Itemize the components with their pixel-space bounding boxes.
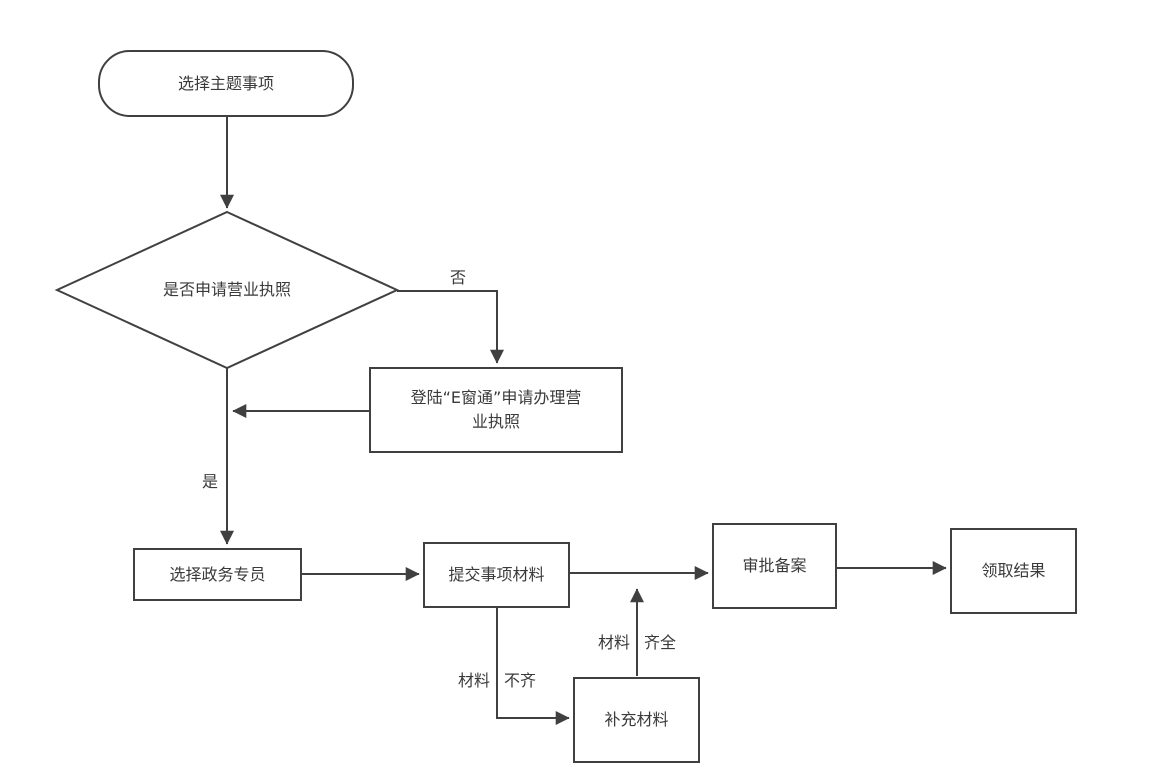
node-ewindow-label: 登陆“E窗通”申请办理营 业执照 [410, 388, 582, 431]
edge-decision-no-to-ewindow [397, 290, 504, 364]
edge-label-yes: 是 [201, 472, 218, 491]
node-submit: 提交事项材料 [423, 542, 570, 608]
decision-label: 是否申请营业执照 [162, 280, 291, 299]
node-approval-label: 审批备案 [742, 556, 807, 575]
node-result-label: 领取结果 [981, 561, 1046, 580]
decision-diamond-shape [54, 210, 400, 370]
edge-label-materials-incomplete: 材料 不齐 [457, 671, 537, 690]
node-decision-label: 是否申请营业执照 [97, 274, 357, 306]
node-submit-label: 提交事项材料 [448, 565, 545, 584]
node-start: 选择主题事项 [98, 50, 354, 117]
node-supplement-label: 补充材料 [604, 710, 669, 729]
node-ewindow: 登陆“E窗通”申请办理营 业执照 [369, 367, 623, 453]
edge-submit-incomplete-to-supplement [496, 608, 570, 725]
node-specialist: 选择政务专员 [133, 548, 302, 601]
node-start-label: 选择主题事项 [177, 73, 274, 93]
node-approval: 审批备案 [712, 523, 837, 609]
node-specialist-label: 选择政务专员 [169, 564, 266, 584]
edge-label-no: 否 [449, 268, 466, 287]
node-supplement: 补充材料 [573, 677, 700, 763]
edge-label-materials-complete: 材料 齐全 [597, 633, 677, 652]
node-result: 领取结果 [950, 528, 1077, 614]
